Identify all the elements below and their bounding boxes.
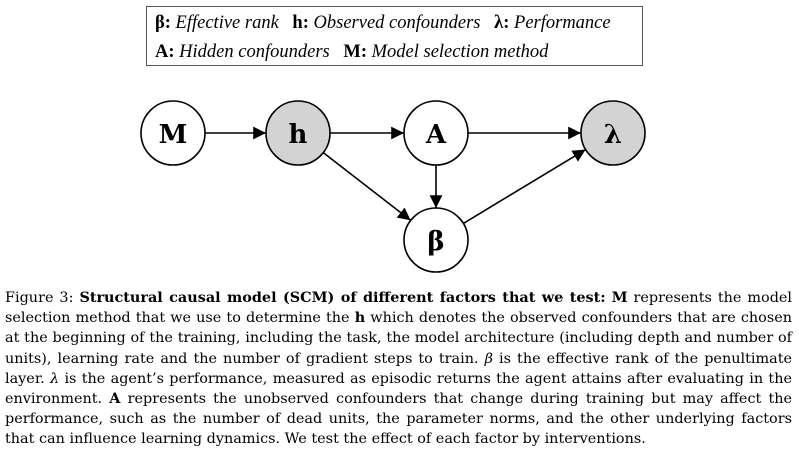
causal-graph: M h A λ β [140,100,646,273]
caption-text-1: represents the model selection method th… [5,290,793,327]
caption-text-5: represents the unobserved confounders th… [5,391,793,448]
caption-text-2: which denotes the observed confounders t… [5,310,792,367]
node-h-label: h [289,120,308,150]
node-M: M [140,100,206,166]
node-A-circle [403,100,469,166]
legend-symbol-h: h [292,13,303,33]
legend-symbol-M: M [343,42,361,62]
node-lambda: λ [580,100,646,166]
node-A-label: A [425,120,447,150]
legend-symbol-lambda: λ [494,13,504,33]
figure-caption: Figure 3: Structural causal model (SCM) … [5,288,792,450]
legend-text-performance: Performance [514,13,611,33]
edge-beta-to-lambda [462,148,587,225]
legend-row-1: β: Effective rank h: Observed confounder… [155,13,611,33]
caption-symbol-h: h [354,309,366,327]
node-beta-label: β [427,227,444,257]
legend-symbol-beta: β [155,13,165,33]
node-h: h [265,100,331,166]
caption-symbol-A: A [109,390,121,408]
legend-box: β: Effective rank h: Observed confounder… [146,6,643,66]
caption-symbol-lambda: λ [50,370,60,387]
legend-text-effective-rank: Effective rank [175,13,279,33]
node-h-circle [265,100,331,166]
legend-text-observed-confounders: Observed confounders [313,13,481,33]
node-M-label: M [159,120,188,150]
node-M-circle [140,100,206,166]
caption-title: Structural causal model (SCM) of differe… [79,289,606,306]
node-A: A [403,100,469,166]
legend-symbol-A: A [155,42,169,62]
graph-edges [205,126,587,225]
caption-symbol-beta: β [484,350,493,367]
legend-text-model-selection: Model selection method [371,42,549,62]
caption-text-3: is the effective rank of the penultimate… [5,350,793,387]
node-beta: β [403,207,469,273]
caption-label: Figure 3: [5,290,74,306]
legend-row-2: A: Hidden confounders M: Model selection… [155,42,549,62]
caption-symbol-M: M [611,289,628,306]
node-lambda-label: λ [604,120,622,150]
node-lambda-circle [580,100,646,166]
caption-text-4: is the agent’s performance, measured as … [5,370,792,408]
legend-text-hidden-confounders: Hidden confounders [179,42,330,62]
edge-h-to-beta [322,151,412,222]
node-beta-circle [403,207,469,273]
